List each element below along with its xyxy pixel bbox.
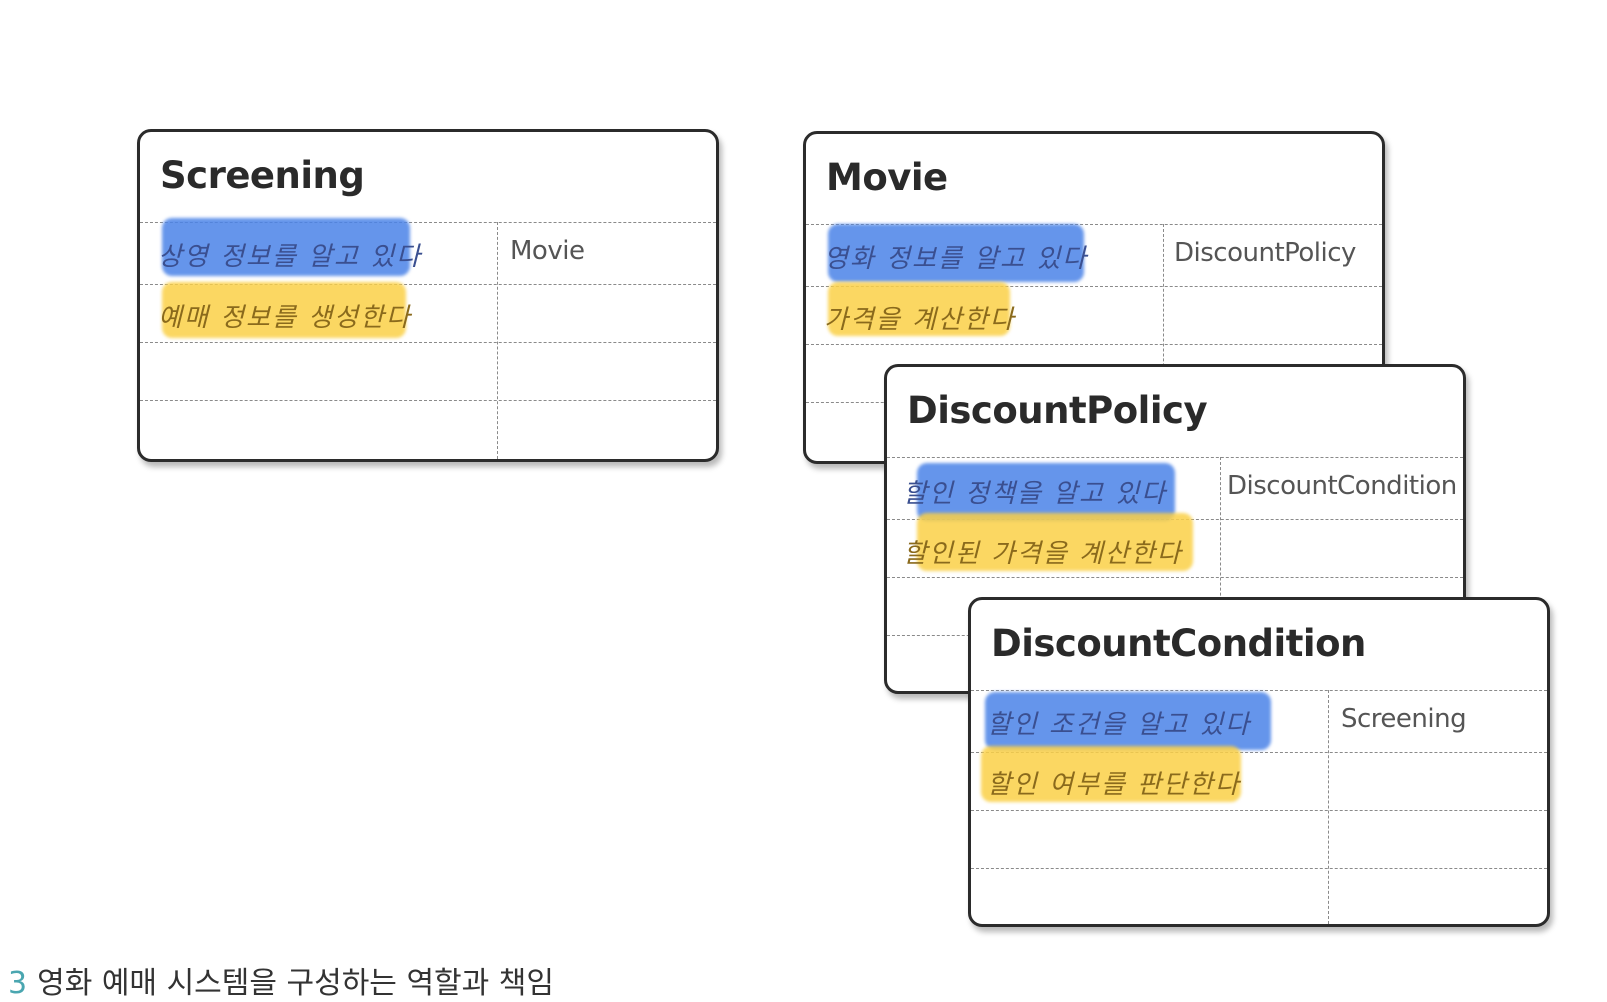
crc-card-discount-condition: DiscountCondition 할인 조건을 알고 있다 할인 여부를 판단… bbox=[968, 597, 1550, 927]
row-divider bbox=[140, 342, 716, 343]
collaborator: DiscountCondition bbox=[1227, 471, 1457, 501]
row-divider bbox=[140, 400, 716, 401]
row-divider bbox=[971, 752, 1547, 753]
highlight-know bbox=[985, 692, 1271, 750]
column-divider bbox=[1163, 224, 1164, 461]
responsibility-do: 할인 여부를 판단한다 bbox=[987, 770, 1241, 800]
responsibility-do: 예매 정보를 생성한다 bbox=[158, 303, 412, 333]
collaborator: DiscountPolicy bbox=[1174, 238, 1356, 268]
highlight-know bbox=[828, 224, 1084, 282]
collaborator: Screening bbox=[1341, 704, 1467, 734]
figure-caption: 3 영화 예매 시스템을 구성하는 역할과 책임 bbox=[8, 958, 554, 1002]
caption-number: 3 bbox=[8, 966, 28, 1001]
column-divider bbox=[1328, 690, 1329, 924]
responsibility-know: 영화 정보를 알고 있다 bbox=[824, 244, 1089, 274]
highlight-do bbox=[828, 282, 1010, 336]
card-title-discount-policy: DiscountPolicy bbox=[907, 389, 1208, 432]
row-divider bbox=[971, 868, 1547, 869]
responsibility-do: 가격을 계산한다 bbox=[824, 305, 1016, 335]
crc-card-screening: Screening 상영 정보를 알고 있다 예매 정보를 생성한다 Movie bbox=[137, 129, 719, 462]
highlight-do bbox=[981, 746, 1241, 802]
responsibility-know: 할인 조건을 알고 있다 bbox=[987, 710, 1252, 740]
responsibility-know: 상영 정보를 알고 있다 bbox=[158, 242, 423, 272]
caption-text: 영화 예매 시스템을 구성하는 역할과 책임 bbox=[37, 966, 554, 1001]
row-divider bbox=[140, 284, 716, 285]
highlight-do bbox=[917, 513, 1193, 571]
responsibility-know: 할인 정책을 알고 있다 bbox=[903, 479, 1168, 509]
row-divider bbox=[806, 224, 1382, 225]
highlight-know bbox=[162, 218, 410, 276]
column-divider bbox=[497, 222, 498, 459]
column-divider bbox=[1220, 457, 1221, 691]
row-divider bbox=[971, 690, 1547, 691]
card-title-movie: Movie bbox=[826, 156, 948, 199]
responsibility-do: 할인된 가격을 계산한다 bbox=[903, 539, 1183, 569]
highlight-do bbox=[162, 282, 406, 338]
row-divider bbox=[140, 222, 716, 223]
collaborator: Movie bbox=[510, 236, 585, 266]
row-divider bbox=[887, 457, 1463, 458]
row-divider bbox=[887, 577, 1463, 578]
card-title-discount-condition: DiscountCondition bbox=[991, 622, 1366, 665]
row-divider bbox=[971, 810, 1547, 811]
highlight-know bbox=[917, 463, 1175, 521]
row-divider bbox=[806, 344, 1382, 345]
card-title-screening: Screening bbox=[160, 154, 365, 197]
row-divider bbox=[806, 286, 1382, 287]
